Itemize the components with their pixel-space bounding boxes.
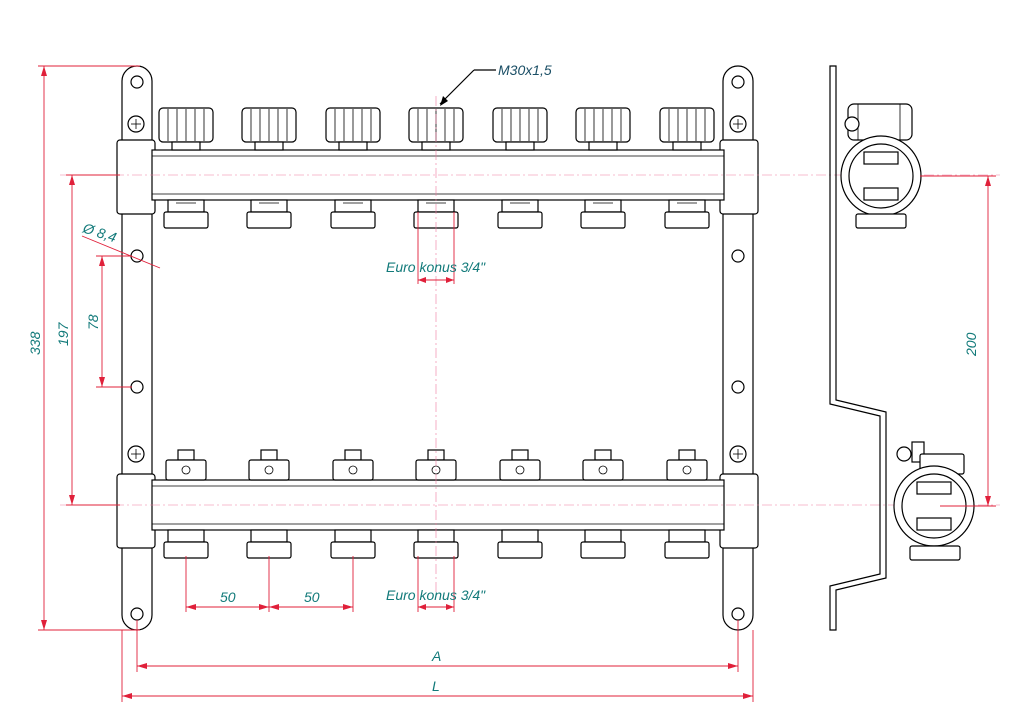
bottom-outlets — [163, 529, 710, 559]
pitch-label-1: 50 — [220, 589, 236, 605]
dim-euro-top — [417, 212, 455, 284]
top-flow-nuts — [158, 107, 715, 151]
dim-338 — [38, 65, 140, 631]
dim-200-label: 200 — [963, 332, 979, 357]
dim-euro-bottom — [417, 556, 455, 612]
top-outlets — [163, 199, 710, 229]
dim-L — [121, 630, 754, 702]
dimensions — [38, 65, 996, 702]
euro-konus-bottom-label: Euro konus 3/4" — [386, 587, 486, 603]
thread-leader — [439, 69, 496, 106]
dim-pitch — [185, 556, 354, 612]
side-upper-pipe — [840, 103, 922, 229]
dim-L-label: L — [432, 678, 440, 694]
dim-197 — [66, 174, 120, 506]
thread-label: M30x1,5 — [498, 62, 552, 78]
left-bracket — [116, 65, 156, 631]
bottom-valve-heads — [165, 449, 708, 481]
euro-konus-top-label: Euro konus 3/4" — [386, 259, 486, 275]
dim-197-label: 197 — [55, 321, 71, 346]
right-bracket — [719, 65, 759, 631]
side-view — [829, 65, 975, 631]
dim-A — [136, 620, 739, 672]
dim-78-label: 78 — [85, 314, 101, 330]
hole-leader — [81, 235, 161, 269]
dim-338-label: 338 — [27, 331, 43, 355]
pitch-label-2: 50 — [304, 589, 320, 605]
dim-200 — [920, 175, 996, 507]
front-view — [60, 65, 1000, 631]
dim-A-label: A — [431, 648, 441, 664]
side-lower-pipe — [893, 441, 975, 561]
labels: M30x1,5 Euro konus 3/4" Euro konus 3/4" … — [27, 62, 979, 694]
dim-78 — [96, 255, 132, 388]
hole-diameter-label: Ø 8,4 — [80, 219, 119, 245]
